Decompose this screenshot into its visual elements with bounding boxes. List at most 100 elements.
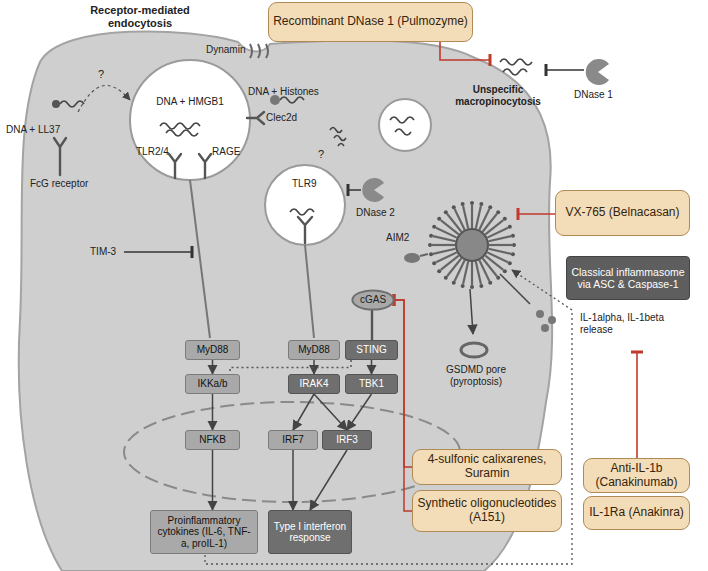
node-text: 4-sulfonic calixarenes, Suramin — [417, 453, 557, 481]
inflammasome-spoke — [455, 209, 465, 230]
annotation-label: ? — [318, 148, 324, 161]
inflammasome-spoke — [433, 236, 455, 241]
kinase-box: TBK1 — [345, 374, 398, 394]
dynamin-ring — [250, 44, 268, 58]
signal-connector — [293, 394, 314, 430]
inflammasome-tip — [452, 205, 456, 209]
node-text: STING — [356, 344, 387, 356]
inflammasome-spoke — [471, 262, 473, 285]
inflammasome-spoke — [433, 249, 455, 254]
signal-connector — [212, 360, 214, 374]
ll37-bead — [52, 100, 60, 108]
inflammasome-tip — [511, 234, 515, 238]
annotation-label: AIM2 — [386, 232, 409, 244]
adaptor-box: MyD88 — [288, 340, 340, 360]
inflammasome-spoke — [476, 262, 481, 284]
annotation-label: Receptor-mediated endocytosis — [85, 4, 195, 29]
annotation-label: DNA + LL37 — [6, 124, 60, 136]
inflammasome-spoke — [441, 220, 459, 234]
aim2 — [404, 253, 420, 263]
inflammasome-tip — [470, 201, 474, 205]
output-box: Proinflammatory cytokines (IL-6, TNF-a, … — [150, 510, 258, 554]
node-text: IRF7 — [282, 434, 304, 446]
dnase1-inhibition — [546, 69, 584, 71]
node-text: cGAS — [360, 294, 386, 306]
inflammasome-spoke — [463, 206, 468, 228]
inflammasome-spoke — [489, 236, 511, 241]
signal-connector — [230, 360, 351, 374]
inflammasome-tip — [437, 217, 441, 221]
inflammasome-spoke — [471, 205, 473, 228]
inflammasome-spoke — [483, 214, 497, 232]
macropinosome — [379, 99, 431, 151]
inflammasome-spoke — [489, 249, 511, 254]
inflammasome-tip — [479, 202, 483, 206]
tlr9-endosome — [265, 165, 345, 245]
inflammasome-tip — [488, 281, 492, 285]
il1-dot — [548, 316, 556, 324]
fcg-to-endosome — [78, 85, 130, 112]
annotation-label: ? — [98, 68, 104, 81]
node-text: IRF3 — [336, 434, 358, 446]
node-text: VX-765 (Belnacasan) — [565, 206, 679, 220]
node-text: MyD88 — [197, 344, 229, 356]
inflammasome-tip — [428, 243, 432, 247]
annotation-label: FcG receptor — [30, 178, 88, 190]
signal-connector — [310, 450, 347, 510]
transcription-factor-box: IRF7 — [268, 430, 318, 450]
node-text: IRAK4 — [300, 378, 329, 390]
annotation-label: DNase 1 — [574, 89, 613, 101]
inflammasome-tip — [432, 225, 436, 229]
output-box: Type I interferon response — [268, 510, 352, 554]
inflammasome-tip — [503, 217, 507, 221]
annotation-label: RAGE — [212, 146, 240, 158]
dnase2-inhibition — [348, 189, 361, 191]
inflammasome-spoke — [489, 244, 512, 246]
inflammasome-core — [456, 229, 488, 261]
signal-connector — [394, 300, 412, 511]
receptor-icons — [54, 112, 372, 340]
dna-strands — [60, 59, 532, 215]
annotation-label: DNase 2 — [356, 207, 395, 219]
inflammasome-tip — [429, 252, 433, 256]
node-text: Recombinant DNase 1 (Pulmozyme) — [273, 15, 468, 29]
kinase-box: IRAK4 — [288, 374, 340, 394]
adaptor-box: STING — [345, 340, 398, 360]
node-text: Anti-IL-1b (Canakinumab) — [588, 462, 685, 490]
inflammasome-spoke — [476, 206, 481, 228]
inflammasome-spoke — [487, 228, 508, 238]
inflammasome-tip — [452, 281, 456, 285]
annotation-label: Unspecific macropinocytosis — [448, 84, 548, 107]
signal-connector — [347, 394, 372, 430]
node-text: Type I interferon response — [273, 521, 347, 544]
inflammasome-tip — [488, 205, 492, 209]
annotation-label: Dynamin — [206, 44, 245, 56]
signal-connector — [371, 360, 373, 374]
il1-dot — [536, 310, 544, 318]
inflammasome-outputs — [470, 274, 530, 334]
inflammasome-tip — [508, 261, 512, 265]
inflammasome-tip — [511, 252, 515, 256]
gsdmd-pore — [461, 343, 487, 357]
inflammasome-spoke — [447, 258, 461, 276]
aim2-link — [420, 254, 428, 256]
inflammasome-tip — [432, 261, 436, 265]
annotation-label: TLR2/4 — [136, 146, 169, 158]
inflammasome-tip — [470, 285, 474, 289]
signal-connector — [212, 450, 214, 510]
inflammasome-tip — [479, 284, 483, 288]
drug-inhibitions — [440, 42, 637, 458]
inflammasome-spoke — [436, 252, 457, 262]
feedback-arrow — [205, 270, 572, 564]
drug-box: VX-765 (Belnacasan) — [555, 190, 690, 236]
tim3-inhibition — [124, 251, 192, 253]
annotation-label: TIM-3 — [90, 246, 116, 258]
annotation-label: DNA + HMGB1 — [150, 96, 230, 108]
node-text: NFKB — [199, 434, 226, 446]
signal-connector — [212, 394, 214, 430]
dnase1-pacman — [586, 59, 609, 85]
inflammasome-spoke — [432, 244, 455, 246]
drug-box: IL-1Ra (Anakinra) — [583, 496, 690, 530]
signal-connector — [314, 394, 347, 430]
